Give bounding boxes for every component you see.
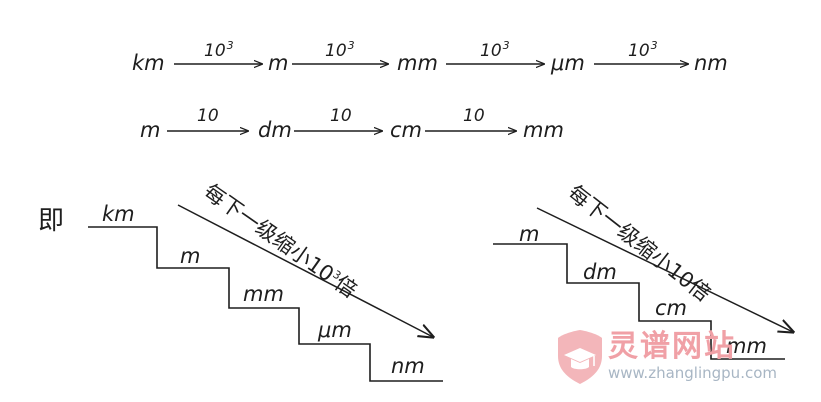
left-step-m: m (180, 244, 201, 268)
prefix-label: 即 (38, 206, 65, 236)
left-step-nm: nm (391, 354, 425, 378)
watermark-brand: 灵谱网站 (608, 329, 736, 364)
right-step-m: m (519, 222, 540, 246)
row1-factor-3: 103 (480, 39, 510, 61)
left-step-km: km (102, 202, 135, 226)
left-step-um: μm (318, 318, 352, 342)
row1-factor-4: 103 (628, 39, 658, 61)
row1-unit-m: m (268, 51, 289, 75)
left-diagonal-arrow (177, 204, 433, 337)
row1-unit-um: μm (551, 51, 585, 75)
right-staircase (493, 243, 785, 360)
watermark-url: www.zhanglingpu.com (608, 364, 777, 382)
row2-unit-mm: mm (523, 118, 564, 142)
right-diagonal-arrow (536, 207, 793, 332)
row1-unit-nm: nm (694, 51, 728, 75)
row2-unit-dm: dm (258, 118, 292, 142)
row2-unit-cm: cm (390, 118, 423, 142)
right-step-mm: mm (726, 334, 767, 358)
row1-unit-km: km (132, 51, 165, 75)
row2-unit-m: m (140, 118, 161, 142)
left-staircase (88, 226, 443, 382)
right-step-cm: cm (655, 296, 688, 320)
graduation-cap-icon (558, 330, 602, 384)
right-step-dm: dm (583, 260, 617, 284)
left-step-mm: mm (243, 282, 284, 306)
row1-factor-1: 103 (204, 39, 234, 61)
row1-factor-2: 103 (325, 39, 355, 61)
row2-factor-1: 10 (197, 106, 219, 126)
row1-unit-mm: mm (397, 51, 438, 75)
row2-factor-2: 10 (330, 106, 352, 126)
row2-factor-3: 10 (463, 106, 485, 126)
